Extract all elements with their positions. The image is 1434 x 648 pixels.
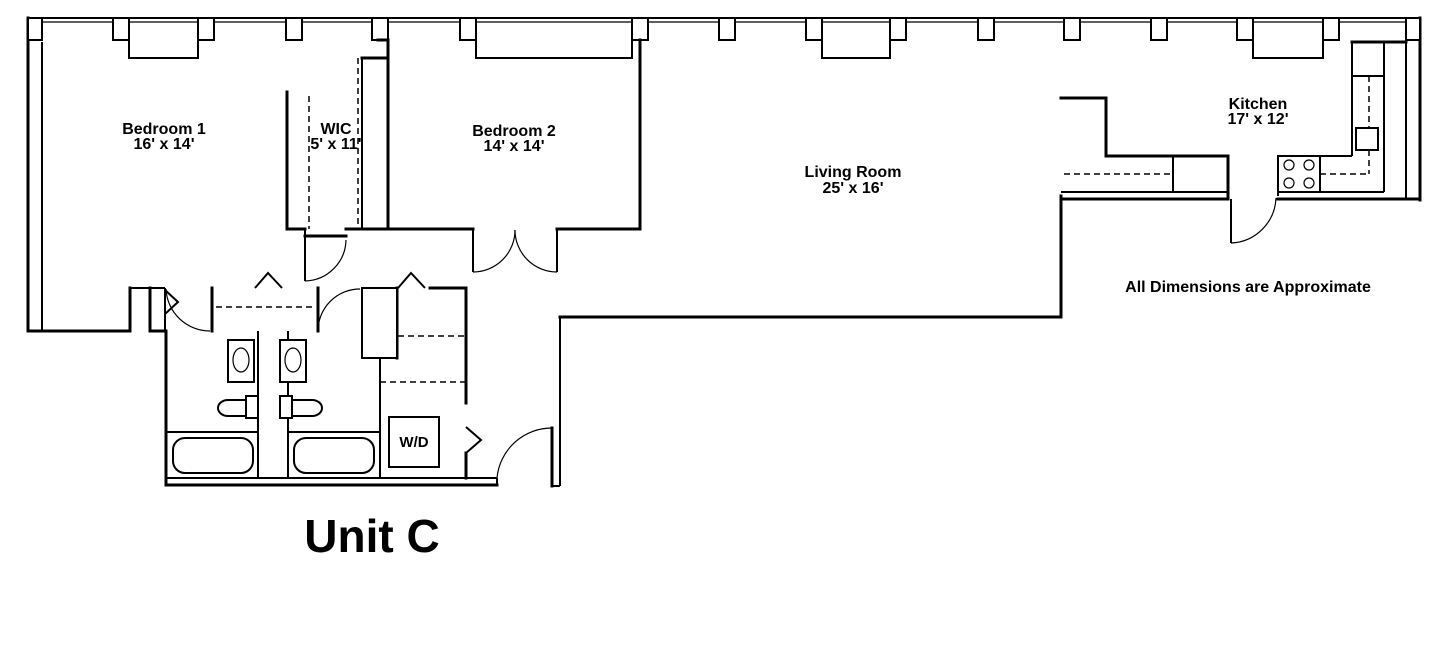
dimensions-note: All Dimensions are Approximate (1125, 279, 1371, 296)
doors (164, 197, 1277, 479)
unit-title: Unit C (304, 510, 439, 562)
fixtures (166, 127, 1379, 474)
wic-size: 5' x 11' (310, 136, 361, 153)
kitchen-size: 17' x 12' (1228, 111, 1289, 128)
dashed-lines (216, 76, 1370, 383)
bedroom2-name: Bedroom 2 (472, 123, 556, 140)
kitchen-name: Kitchen (1229, 96, 1288, 113)
room-labels: Bedroom 1 16' x 14' WIC 5' x 11' Bedroom… (122, 96, 1288, 451)
bedroom1-name: Bedroom 1 (122, 121, 206, 138)
living-size: 25' x 16' (823, 180, 884, 197)
bedroom1-size: 16' x 14' (134, 136, 195, 153)
exterior-walls (26, 16, 1422, 488)
windows (27, 17, 1421, 59)
bedroom2-size: 14' x 14' (484, 138, 545, 155)
living-name: Living Room (805, 164, 902, 181)
wic-name: WIC (320, 121, 352, 138)
washer-dryer-label: W/D (399, 434, 428, 451)
